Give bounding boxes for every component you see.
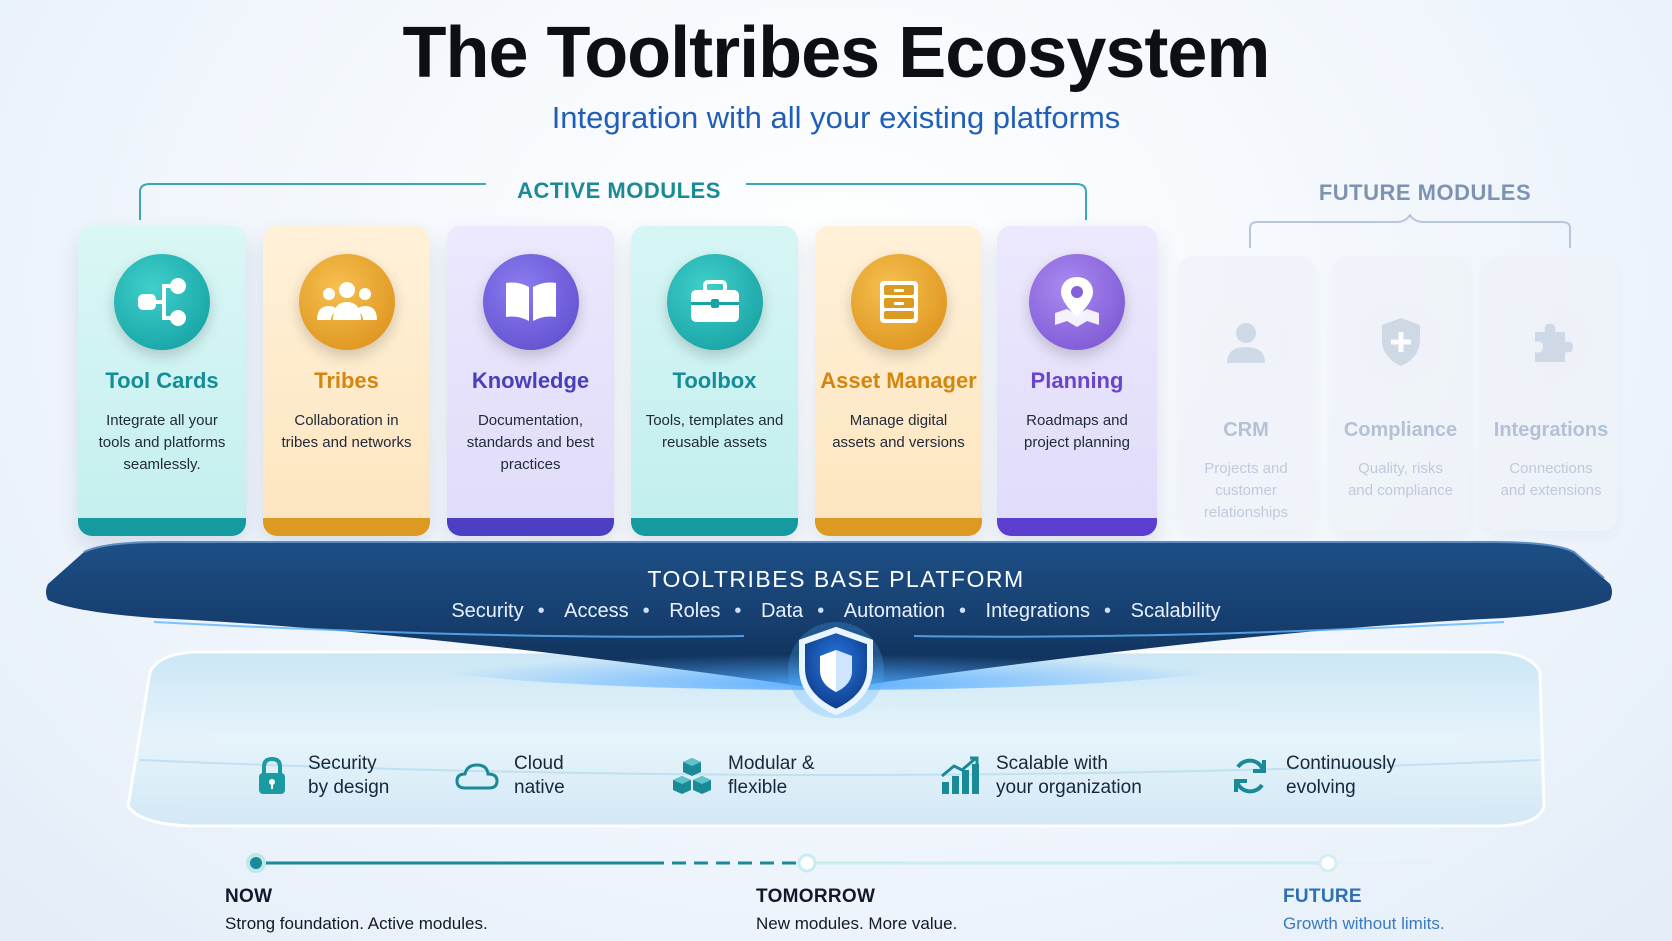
trait-line: evolving bbox=[1286, 777, 1356, 798]
feature-integrations: Integrations bbox=[985, 600, 1091, 622]
module-description: Documentation, standards and best practi… bbox=[466, 412, 595, 473]
trait-line: your organization bbox=[996, 777, 1142, 798]
module-card-compliance: Compliance Quality, risks and compliance bbox=[1333, 256, 1468, 531]
module-name: Planning bbox=[1030, 368, 1124, 393]
module-card-crm: CRM Projects and customer relationships bbox=[1178, 256, 1314, 531]
trait-line: native bbox=[514, 777, 565, 798]
module-name: Toolbox bbox=[672, 368, 757, 393]
module-card-toolbox[interactable]: Toolbox Tools, templates and reusable as… bbox=[631, 226, 798, 536]
module-card-knowledge[interactable]: Knowledge Documentation, standards and b… bbox=[447, 226, 614, 536]
people-icon bbox=[298, 254, 395, 350]
module-card-asset-manager[interactable]: Asset Manager Manage digital assets and … bbox=[815, 226, 982, 536]
future-modules-bracket bbox=[1249, 214, 1571, 248]
trait-line: Continuously bbox=[1286, 753, 1396, 774]
trait-line: Security bbox=[308, 753, 377, 774]
future-modules-label: FUTURE MODULES bbox=[1318, 180, 1532, 205]
module-name: Tribes bbox=[314, 368, 379, 393]
module-name: Integrations bbox=[1493, 419, 1609, 441]
page-subtitle: Integration with all your existing platf… bbox=[551, 100, 1121, 135]
platform-features: Security• Access• Roles• Data• Automatio… bbox=[451, 600, 1221, 622]
book-icon bbox=[482, 254, 579, 350]
shield-icon bbox=[788, 622, 884, 718]
phase-name: TOMORROW bbox=[756, 886, 876, 907]
module-description: Connections and extensions bbox=[1500, 460, 1602, 499]
platform-title: TOOLTRIBES BASE PLATFORM bbox=[647, 566, 1025, 592]
feature-automation: Automation bbox=[843, 600, 945, 622]
active-modules-bracket bbox=[139, 183, 1087, 220]
timeline-node-now bbox=[246, 853, 266, 873]
trait-line: Modular & bbox=[728, 753, 815, 774]
timeline-node-tomorrow bbox=[797, 853, 817, 873]
trait-line: Scalable with bbox=[996, 753, 1108, 774]
growth-chart-icon bbox=[938, 754, 982, 798]
page-title: The Tooltribes Ecosystem bbox=[402, 13, 1271, 93]
module-name: Tool Cards bbox=[105, 368, 219, 393]
module-description: Quality, risks and compliance bbox=[1347, 460, 1454, 499]
module-name: Knowledge bbox=[471, 368, 590, 393]
platform-base bbox=[126, 650, 1546, 828]
phase-future: FUTURE Growth without limits. bbox=[1283, 886, 1445, 934]
phase-tomorrow: TOMORROW New modules. More value. bbox=[756, 886, 957, 934]
module-card-integrations: Integrations Connections and extensions bbox=[1485, 256, 1617, 531]
network-icon bbox=[114, 254, 210, 350]
refresh-icon bbox=[1228, 754, 1272, 798]
phase-description: New modules. More value. bbox=[756, 914, 958, 933]
feature-roles: Roles bbox=[669, 600, 721, 622]
shield-plus-icon bbox=[1356, 298, 1445, 386]
cubes-icon bbox=[670, 754, 714, 798]
module-name: Asset Manager bbox=[820, 368, 977, 393]
lock-icon bbox=[250, 754, 294, 798]
module-card-tribes[interactable]: Tribes Collaboration in tribes and netwo… bbox=[263, 226, 430, 536]
trait-line: Cloud bbox=[514, 753, 564, 774]
module-description: Integrate all your tools and platforms s… bbox=[98, 412, 226, 473]
module-name: CRM bbox=[1223, 419, 1269, 441]
phase-name: NOW bbox=[225, 886, 273, 907]
feature-scalability: Scalability bbox=[1130, 600, 1221, 622]
timeline-node-future bbox=[1318, 853, 1338, 873]
module-description: Manage digital assets and versions bbox=[832, 412, 965, 451]
module-description: Roadmaps and project planning bbox=[1024, 412, 1130, 451]
module-description: Collaboration in tribes and networks bbox=[281, 412, 412, 451]
cabinet-icon bbox=[850, 254, 947, 350]
trait-scalable: Scalable with your organization bbox=[938, 752, 1142, 800]
phase-description: Strong foundation. Active modules. bbox=[225, 914, 488, 933]
puzzle-icon bbox=[1507, 298, 1595, 386]
module-card-planning[interactable]: Planning Roadmaps and project planning bbox=[997, 226, 1157, 536]
phase-name: FUTURE bbox=[1283, 886, 1362, 907]
feature-security: Security bbox=[451, 600, 524, 622]
module-description: Tools, templates and reusable assets bbox=[645, 412, 784, 451]
feature-data: Data bbox=[760, 600, 804, 622]
trait-modular-flexible: Modular & flexible bbox=[670, 752, 815, 800]
phase-description: Growth without limits. bbox=[1283, 914, 1445, 933]
phase-now: NOW Strong foundation. Active modules. bbox=[225, 886, 488, 934]
module-name: Compliance bbox=[1343, 419, 1458, 441]
active-modules-label: ACTIVE MODULES bbox=[517, 178, 721, 203]
map-pin-icon bbox=[1029, 254, 1125, 350]
trait-line: by design bbox=[308, 777, 390, 798]
user-icon bbox=[1202, 298, 1290, 386]
cloud-icon bbox=[454, 754, 500, 798]
trait-security-by-design: Security by design bbox=[250, 752, 389, 800]
toolbox-icon bbox=[666, 254, 763, 350]
feature-access: Access bbox=[564, 600, 629, 622]
timeline bbox=[246, 853, 1430, 873]
module-card-tool-cards[interactable]: Tool Cards Integrate all your tools and … bbox=[78, 226, 246, 536]
module-description: Projects and customer relationships bbox=[1203, 460, 1289, 521]
trait-line: flexible bbox=[728, 777, 788, 798]
trait-cloud-native: Cloud native bbox=[454, 752, 565, 800]
trait-continuously-evolving: Continuously evolving bbox=[1228, 752, 1396, 800]
